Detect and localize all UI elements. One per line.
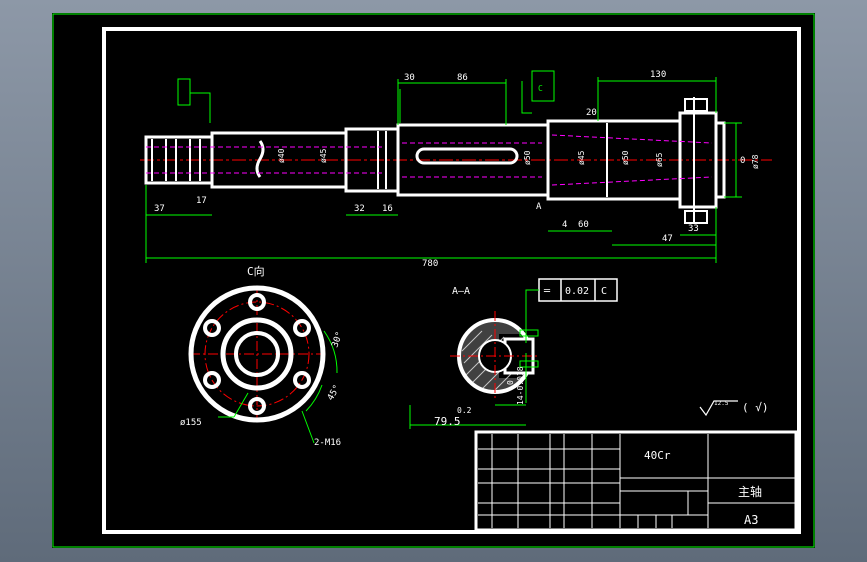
gdt-datum-tag: C [538,84,543,93]
section-marker: A [536,202,542,212]
aa-dim-bottom-tol: 0.2 [457,406,472,415]
flange-hub [220,317,294,391]
aa-dim-vertical-top: 0 [506,380,515,385]
keyway-slot [415,147,519,165]
sheet-border [102,27,801,534]
view-aa-section: A—A ═ 0.02 C 79 [409,278,618,429]
flange-bolt-top [684,98,708,112]
dim-30: 30 [404,73,415,83]
title-block: 40Cr 主轴 A3 [474,430,798,532]
drawing-sheet: 780 30 86 130 20 37 17 32 16 4 47 33 60 … [52,13,815,548]
material-label: 40Cr [644,449,671,462]
flange-bore [234,331,280,377]
dim-33: 33 [688,224,699,234]
diameter-65: ø65 [655,152,664,167]
dim-32: 32 [354,204,365,214]
dim-86: 86 [457,73,468,83]
dim-20: 20 [586,108,597,118]
bolt-hole [248,293,266,311]
aa-dim-vertical: 14-0.018 [516,366,525,405]
part-name: 主轴 [738,484,762,499]
title-block-frame [474,430,798,532]
holes-callout: 2-M16 [314,438,341,448]
overall-length-dim: 780 [422,259,438,269]
diameter-45: ø45 [319,148,328,163]
roughness-value: 12.5 [714,400,729,407]
dim-60: 60 [578,220,589,230]
sheet-outer-frame [52,13,815,548]
flange-outer [188,285,326,423]
bolt-hole [203,371,221,389]
tolerance-symbol: ═ [543,286,551,297]
angle-45-label: 45° [326,383,343,402]
roughness-suffix: ( √) [742,401,769,414]
flange-bolt-bottom [684,210,708,224]
bolt-hole [293,319,311,337]
shaft-front-view: 780 30 86 130 20 37 17 32 16 4 47 33 60 … [140,70,772,269]
dim-4: 4 [562,220,567,230]
tolerance-value: 0.02 [565,286,589,297]
tolerance-datum: C [601,286,607,297]
diameter-50: ø50 [523,150,532,165]
angle-30-label: 30° [330,330,345,349]
shaft-end [714,121,726,199]
shaft-thread-segment [144,135,214,185]
view-aa-title: A—A [452,286,470,297]
diameter-45b: ø45 [577,150,586,165]
aa-dim-bottom: 79.5 [434,415,461,428]
cad-drawing: 780 30 86 130 20 37 17 32 16 4 47 33 60 … [52,13,815,548]
dim-130: 130 [650,70,666,80]
bolt-hole [293,371,311,389]
bolt-hole [203,319,221,337]
diameter-78: ø78 [751,154,760,169]
sheet-size: A3 [744,513,758,527]
surface-finish-note: 12.5 ( √) [699,400,769,417]
dim-37: 37 [154,204,165,214]
dim-17: 17 [196,196,207,206]
dim-0: 0 [740,156,745,166]
flange-diameter-label: ø155 [180,418,202,428]
diameter-40: ø40 [277,148,286,163]
bolt-hole [248,397,266,415]
view-c-title: C向 [247,264,265,278]
dim-47: 47 [662,234,673,244]
diameter-50b: ø50 [621,150,630,165]
break-line [255,140,265,178]
view-c-flange: C向 30° 45° ø155 2-M16 [180,264,345,448]
dim-16: 16 [382,204,393,214]
